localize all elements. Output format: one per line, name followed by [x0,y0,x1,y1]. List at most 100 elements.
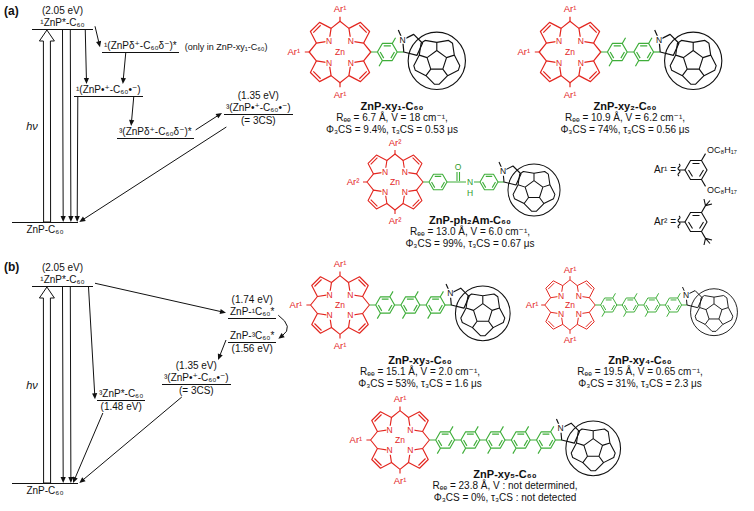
atom-label: N [575,292,582,301]
aryl-label: Ar¹ [393,394,408,405]
level-note: (1.35 eV) [224,90,293,102]
level-name: ¹ZnP*-C₆₀ [32,17,93,30]
property-text: Rₑₑ = 10.9 Å, V = 6.2 cm⁻¹, [565,112,685,124]
level-name: ¹ZnP*-C₆₀ [32,274,93,287]
property-text: Φ₃CS = 74%, τ₃CS = 0.56 μs [560,124,689,136]
connector [68,30,73,222]
definition-label: Ar² = [654,216,676,228]
atom-label: N [577,37,584,46]
level-note: (1.56 eV) [228,343,276,355]
atom-label: N [656,36,663,45]
aryl-label: Ar¹ [525,300,540,311]
aryl-label: Ar¹ [349,435,364,446]
aryl-label: Ar¹ [289,300,304,311]
atom-label: Zn [335,301,346,310]
molecule-structure [363,150,560,216]
atom-label: Zn [565,48,576,57]
aryl-label: Ar² [346,177,361,188]
level-name: ¹(ZnP•⁺-C₆₀•⁻) [74,84,143,97]
connector [129,97,134,126]
atom-label: N [401,168,408,177]
aryl-label: Ar² [388,138,403,149]
atom-label: N [326,290,333,299]
aryl-label: Ar¹ [516,47,531,58]
substituent-label: OC₈H₁₇ [707,145,737,155]
energy-level: (1.74 eV)ZnP-¹C₆₀* [226,294,278,319]
property-text: Rₑₑ = 13.0 Å, V = 6.0 cm⁻¹, [410,226,530,238]
atom-label: N [577,59,584,68]
atom-label: N [326,59,333,68]
atom-label: N [347,37,354,46]
property-text: Φ₃CS = 0%, τ₃CS : not detected [434,492,577,504]
connector [121,53,126,84]
molecule-name: ZnP-xy₅-C₆₀ [473,468,536,481]
atom-label: N [399,36,406,45]
aryl-label: Ar¹ [333,340,348,351]
level-name: ³(ZnPδ⁺-C₆₀δ⁻)* [117,126,194,139]
atom-label: N [347,59,354,68]
atom-label: N [558,292,565,301]
level-note: (2.05 eV) [32,5,93,17]
definition-label: Ar¹ = [654,164,676,176]
level-note: (1.48 eV) [97,401,145,413]
energy-level: (1.35 eV)³(ZnP•⁺-C₆₀•⁻)(= 3CS) [160,360,233,397]
aryl-label: Ar¹ [333,259,348,270]
level-name: ZnP-C₆₀ [12,222,78,236]
level-name: ZnP-¹C₆₀* [228,306,276,319]
molecule-name: ZnP-xy₂-C₆₀ [593,100,656,113]
energy-level: (1.35 eV)³(ZnP•⁺-C₆₀•⁻)(= 3CS) [222,90,295,127]
connector [73,413,103,483]
connector [278,315,287,339]
atom-label: N [556,59,563,68]
atom-label: N [386,425,393,434]
edge-label: hν [25,120,39,133]
level-note: (= 3CS) [224,115,293,127]
atom-label: H [466,189,473,198]
molecule-name: ZnP-xy₃-C₆₀ [388,354,451,367]
panel-label: (b) [4,261,19,275]
level-name: ZnP-C₆₀ [12,483,78,497]
level-note: (1.35 eV) [162,360,231,372]
molecule-name: ZnP-xy₄-C₆₀ [608,354,671,367]
molecule-name: ZnP-ph₂Am-C₆₀ [429,214,511,227]
energy-level: ZnP-C₆₀ [10,483,80,497]
atom-label: N [557,424,564,433]
aryl-label: Ar¹ [563,264,578,275]
connector [39,30,54,222]
property-text: Φ₃CS = 53%, τ₃CS = 1.6 μs [358,378,482,390]
property-text: Rₑₑ = 19.5 Å, V = 0.65 cm⁻¹, [577,366,703,378]
atom-label: N [447,289,454,298]
energy-level: (2.05 eV)¹ZnP*-C₆₀ [30,5,95,30]
energy-level: ¹(ZnP•⁺-C₆₀•⁻) [72,84,145,97]
atom-label: N [407,425,414,434]
connector [84,30,89,84]
energy-level: ³(ZnPδ⁺-C₆₀δ⁻)* [115,126,196,139]
connector [79,127,226,222]
atom-label: O [454,163,462,172]
property-text: Rₑₑ = 6.7 Å, V = 18 cm⁻¹, [336,112,448,124]
atom-label: Zn [335,48,346,57]
energy-level: ¹(ZnPδ⁺-C₆₀δ⁻)*(only in ZnP-xy₁-C₆₀) [100,40,272,53]
atom-label: N [558,310,565,319]
atom-label: N [407,446,414,455]
property-text: Φ₃CS = 31%, τ₃CS = 2.3 μs [578,378,702,390]
connector [95,26,101,47]
atom-label: N [556,37,563,46]
substituent-label: OC₈H₁₇ [707,185,737,195]
atom-label: N [386,446,393,455]
atom-label: N [466,178,473,187]
energy-level: ZnP-C₆₀ [10,222,80,236]
property-text: Rₑₑ = 23.8 Å, V : not determined, [432,480,577,492]
atom-label: N [401,188,408,197]
property-text: Φ₃CS = 99%, τ₃CS = 0.67 μs [405,238,534,250]
level-name: ³ZnP*-C₆₀ [97,388,145,401]
aryl-label: Ar¹ [393,475,408,486]
aryl-label: Ar¹ [333,89,348,100]
connector [61,30,66,222]
level-name: ZnP-³C₆₀* [228,330,276,343]
aryl-label: Ar¹ [563,4,578,15]
atom-label: N [499,167,506,176]
connector [79,397,181,483]
